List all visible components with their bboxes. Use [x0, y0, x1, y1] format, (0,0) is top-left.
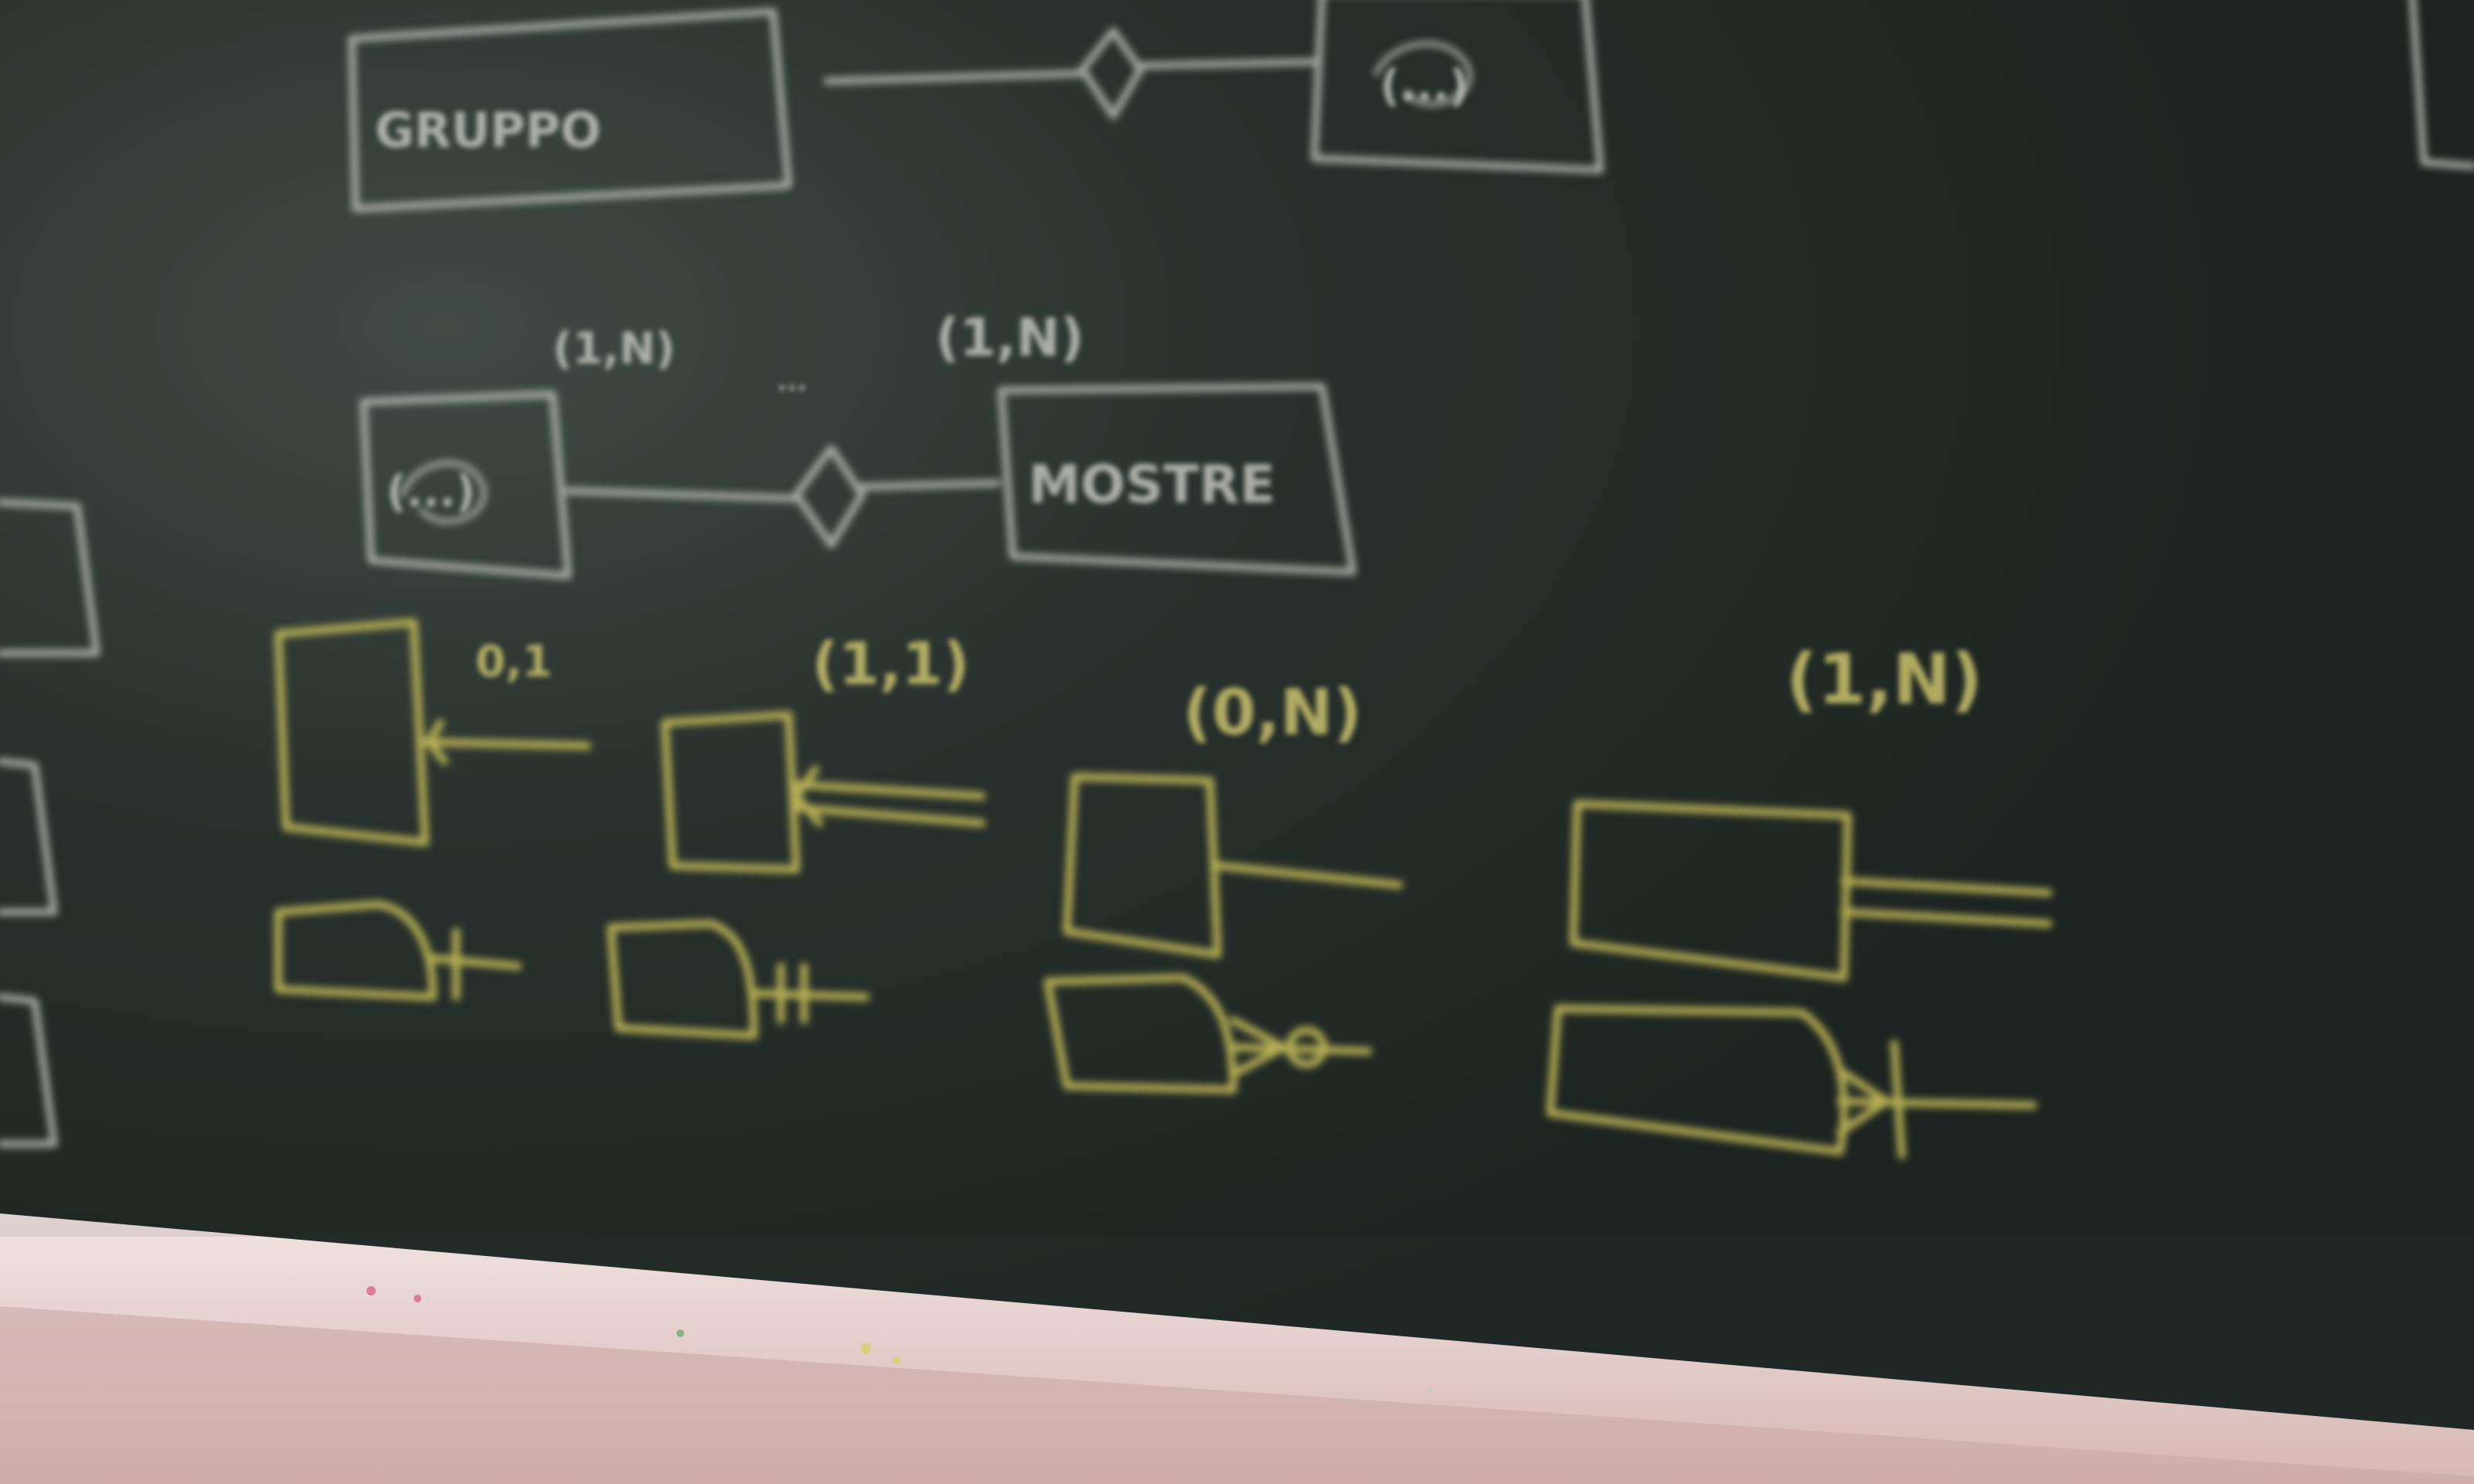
entity-box-top-left [348, 8, 792, 213]
connector-mid-left [564, 487, 800, 502]
legend-label-1-n: (1,N) [1786, 639, 1982, 720]
er-diagram [0, 0, 2474, 1148]
partial-box-left-1 [0, 499, 101, 657]
legend-crowfoot-1-n-bottom [1836, 1067, 1890, 1136]
legend-box-1-n-top [1569, 800, 1852, 982]
legend-arrow-0-1-top [425, 719, 448, 765]
legend-line-0-1-top [421, 738, 591, 750]
entity-label-top-left: GRUPPO [375, 102, 601, 158]
legend-line-1-1-top-b [792, 804, 986, 827]
legend-box-0-1-top [274, 618, 429, 846]
entity-box-edge-right [2409, 0, 2474, 170]
notation-legend [274, 618, 2053, 1159]
legend-line-0-n-top [1214, 862, 1403, 889]
vignette [0, 0, 2474, 1237]
legend-line-1-n-top-b [1840, 908, 2053, 928]
relationship-diamond-top [1079, 27, 1144, 120]
wall-below [0, 1306, 2474, 1484]
legend-box-0-1-bottom [274, 900, 437, 1001]
legend-line-1-n-top-a [1840, 877, 2053, 897]
scribble-mid-left [399, 460, 487, 524]
entity-label-top-right: (...) [1380, 61, 1469, 111]
legend-tick-1-n-bottom [1890, 1040, 1906, 1159]
partial-box-left-3 [0, 993, 58, 1148]
connector-mid-right [858, 479, 1001, 491]
legend-line-0-n-bottom [1229, 1043, 1372, 1055]
entity-box-mid-left [360, 390, 572, 580]
legend-arrow-1-1-top [792, 765, 823, 827]
connector-top-right [1136, 58, 1318, 70]
er-scribbles [399, 41, 1473, 524]
legend-label-0-n: (0,N) [1183, 676, 1362, 750]
legend-label-1-1: (1,1) [812, 629, 969, 698]
legend-line-1-1-bottom [750, 989, 870, 1001]
legend-line-0-1-bottom [429, 955, 522, 970]
er-labels: GRUPPO (...) (...) MOSTRE (1,N) (1,N) ..… [375, 61, 1469, 517]
connector-top-left [823, 70, 1086, 85]
legend-labels: 0,1 (1,1) (0,N) (1,N) [475, 629, 1982, 750]
relationship-label-mid: ... [777, 366, 807, 397]
scribble-top-right [1373, 41, 1473, 107]
legend-box-0-n-bottom [1044, 974, 1237, 1094]
cardinality-mid-right: (1,N) [935, 308, 1084, 369]
legend-box-1-1-top [661, 711, 800, 873]
partial-box-left-2 [0, 757, 58, 916]
entity-label-mostre: MOSTRE [1028, 454, 1276, 516]
legend-crowfoot-0-n-bottom [1229, 1016, 1287, 1078]
entity-box-top-right [1310, 0, 1604, 174]
legend-box-0-n-top [1063, 773, 1222, 958]
cardinality-mid-left: (1,N) [553, 324, 675, 374]
legend-circle-0-n-bottom [1286, 1026, 1327, 1068]
legend-box-1-1-bottom [607, 920, 758, 1040]
legend-line-1-n-bottom [1836, 1098, 2037, 1109]
legend-label-0-1: 0,1 [475, 637, 552, 687]
entity-box-mostre [997, 383, 1357, 576]
relationship-diamond-mid [792, 444, 866, 549]
chalk-dust [366, 1286, 1433, 1394]
legend-line-1-1-top-a [792, 781, 986, 800]
entity-label-mid-left: (...) [387, 467, 475, 517]
